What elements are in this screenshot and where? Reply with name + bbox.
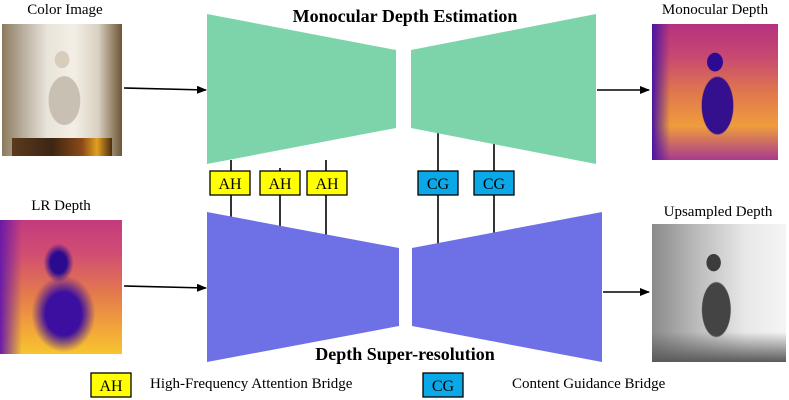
legend-ah-tag: AH (99, 378, 123, 395)
ah-bridge-label: AH (268, 176, 292, 193)
upsampled-depth-thumbnail (652, 224, 786, 362)
mde-encoder (207, 14, 396, 164)
color-image-label: Color Image (27, 2, 103, 18)
ah-bridge-label: AH (218, 176, 242, 193)
monocular-depth-label: Monocular Depth (661, 2, 769, 18)
legend-ah-description: High-Frequency Attention Bridge (150, 376, 353, 392)
arrow-lr-to-dsr (123, 283, 207, 292)
dsr-encoder (207, 212, 399, 362)
dsr-title: Depth Super-resolution (315, 344, 495, 364)
mde-title: Monocular Depth Estimation (292, 6, 518, 26)
legend-cg-tag: CG (432, 378, 455, 395)
lr-depth-label: LR Depth (31, 198, 91, 214)
upsampled-depth-label: Upsampled Depth (663, 204, 773, 220)
ah-bridge-label: AH (315, 176, 339, 193)
arrow-color-to-mde (123, 85, 207, 94)
cg-bridge: CG (473, 170, 515, 196)
cg-bridge-label: CG (427, 176, 450, 193)
cg-bridge: CG (417, 170, 459, 196)
legend-cg-swatch: CG (422, 372, 464, 398)
color-image-thumbnail (2, 24, 122, 156)
legend-ah-swatch: AH (90, 372, 132, 398)
ah-bridge: AH (259, 170, 301, 196)
legend-cg-description: Content Guidance Bridge (512, 376, 666, 392)
dsr-decoder (412, 212, 602, 362)
cg-bridge-label: CG (483, 176, 506, 193)
lr-depth-thumbnail (0, 220, 122, 354)
ah-bridge: AH (306, 170, 348, 196)
mde-decoder (411, 14, 596, 164)
ah-bridge: AH (209, 170, 251, 196)
monocular-depth-thumbnail (652, 24, 778, 160)
